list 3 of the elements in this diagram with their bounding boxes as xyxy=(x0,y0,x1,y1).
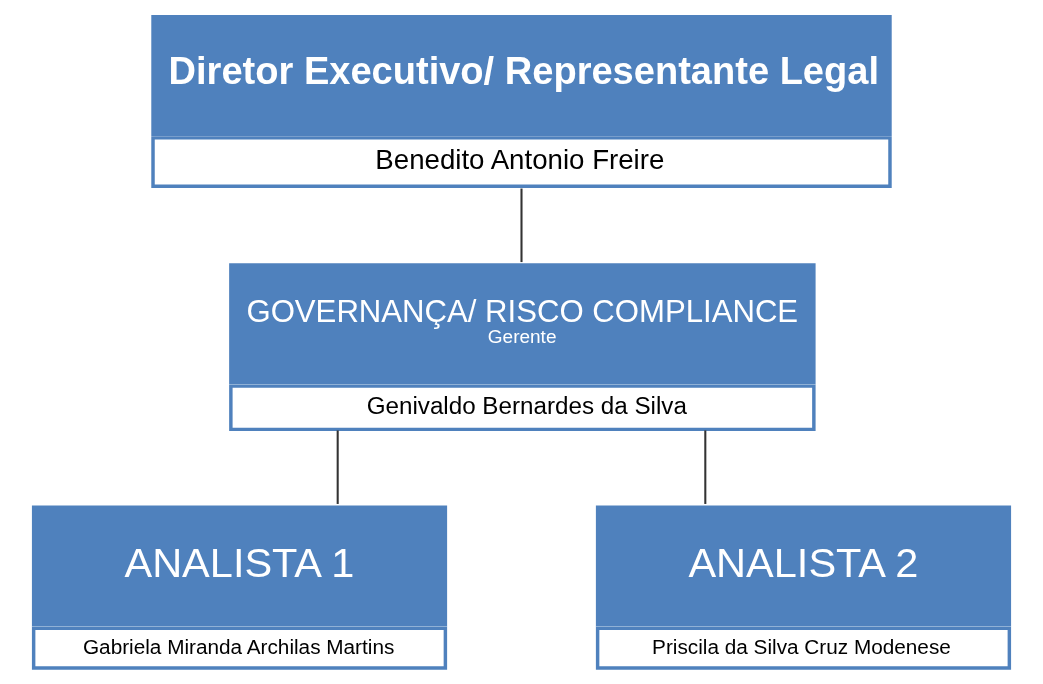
connector xyxy=(336,430,339,504)
connector xyxy=(704,430,707,504)
connector xyxy=(520,188,523,263)
